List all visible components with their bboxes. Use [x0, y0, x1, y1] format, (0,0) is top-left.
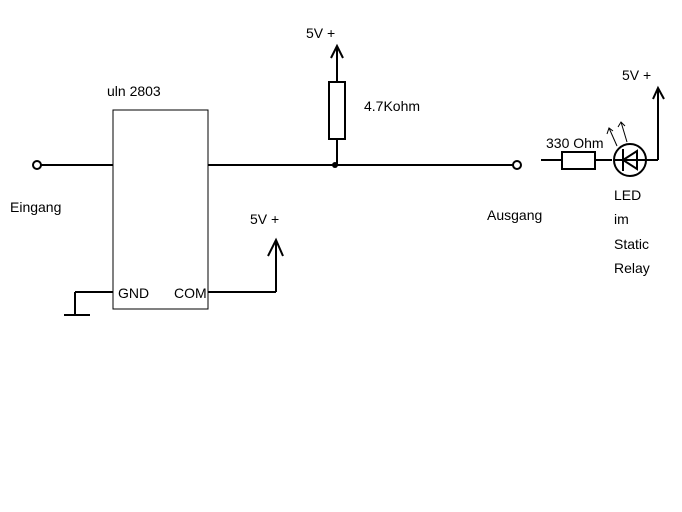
led-caption-line-2: im — [614, 211, 629, 227]
pullup-resistor-label: 4.7Kohm — [364, 98, 420, 114]
led-supply-label: 5V + — [622, 67, 651, 83]
output-wire — [208, 160, 522, 170]
led-caption-line-1: LED — [614, 187, 641, 203]
led-caption-line-4: Relay — [614, 260, 650, 276]
led-supply-wire — [646, 85, 665, 161]
input-terminal — [32, 160, 113, 170]
ground-symbol — [64, 291, 113, 316]
output-terminal — [512, 160, 522, 170]
chip-label: uln 2803 — [107, 83, 161, 99]
com-supply-wire — [208, 237, 284, 293]
gnd-pin-label: GND — [118, 285, 149, 301]
top-supply-label: 5V + — [306, 25, 335, 41]
com-supply-label: 5V + — [250, 211, 279, 227]
pullup-resistor — [328, 43, 346, 165]
series-resistor-label: 330 Ohm — [546, 135, 604, 151]
series-resistor — [541, 151, 612, 170]
led-caption-line-3: Static — [614, 236, 649, 252]
input-label: Eingang — [10, 199, 61, 215]
uln2803-chip — [112, 109, 209, 310]
com-pin-label: COM — [174, 285, 207, 301]
output-label: Ausgang — [487, 207, 542, 223]
